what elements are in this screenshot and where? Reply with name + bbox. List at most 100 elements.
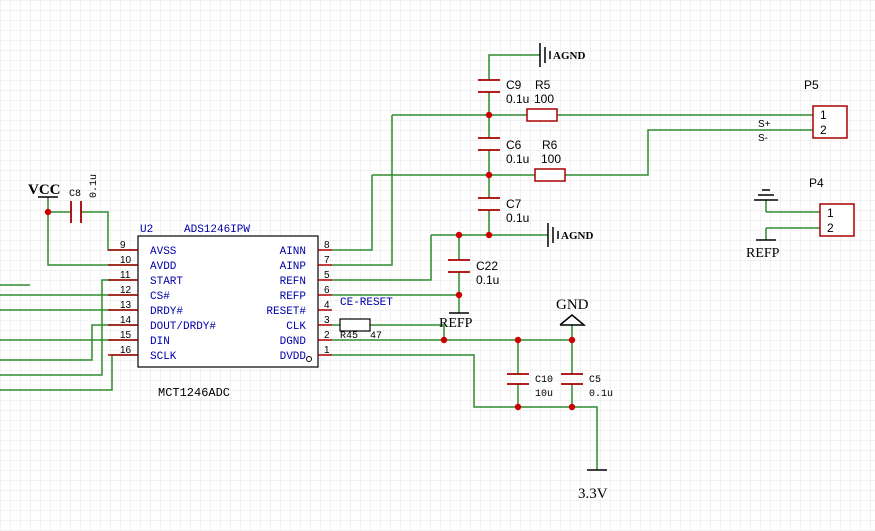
wire-dvdd: [332, 354, 598, 470]
ic-pin-1-name: DVDD: [280, 351, 307, 363]
junction-c10-bottom: [514, 403, 522, 411]
p5-ref: P5: [804, 78, 819, 92]
r5-ref: R5: [535, 78, 551, 92]
c8-value: 0.1u: [89, 174, 100, 198]
wire-ainn: [332, 175, 373, 251]
capacitor-c10[interactable]: C10 10u: [507, 373, 553, 400]
wire-refn: [332, 235, 432, 281]
ic-pin-12-name: CS#: [150, 291, 170, 303]
ic-pin-14-name: DOUT/DRDY#: [150, 321, 216, 333]
p4-top-symbol: [754, 189, 778, 201]
ic-pin-3-number: 3: [324, 315, 330, 326]
ic-u2[interactable]: U2 ADS1246IPW MCT1246ADC 9AVSS10AVDD11ST…: [108, 224, 332, 400]
capacitor-c8[interactable]: C8 0.1u: [69, 174, 100, 223]
ic-pin-1-number: 1: [324, 345, 330, 356]
gnd-label: GND: [556, 297, 589, 313]
ic-pin-12-number: 12: [120, 285, 132, 296]
p5-pin1: 1: [820, 108, 827, 122]
ic-pin-3-name: CLK: [286, 321, 306, 333]
junction-c10-top: [514, 336, 522, 344]
wires: [0, 54, 820, 470]
vcc-label: VCC: [28, 182, 61, 198]
p5-net-splus: S+: [758, 119, 771, 130]
c7-ref: C7: [506, 197, 522, 211]
junction-c5-top: [568, 336, 576, 344]
ic-label: MCT1246ADC: [158, 386, 230, 400]
ic-pin-6-name: REFP: [280, 291, 307, 303]
agnd-mid-label: AGND: [561, 230, 593, 242]
ic-pin-16-number: 16: [120, 345, 132, 356]
c9-ref: C9: [506, 78, 522, 92]
c7-value: 0.1u: [506, 211, 529, 225]
r5-value: 100: [534, 92, 554, 106]
c6-ref: C6: [506, 138, 522, 152]
agnd-top-label: AGND: [553, 50, 585, 62]
junction-clk-dgnd: [440, 336, 448, 344]
junction-c9-r5: [485, 111, 493, 119]
ic-pin-8-number: 8: [324, 240, 330, 251]
ic-pin-11-name: START: [150, 276, 183, 288]
connector-p4[interactable]: P4 1 2: [809, 176, 855, 237]
ic-pin-8-name: AINN: [280, 246, 306, 258]
ic-pin-13-number: 13: [120, 300, 132, 311]
ic-left-pins: 9AVSS10AVDD11START12CS#13DRDY#14DOUT/DRD…: [108, 240, 216, 363]
junction-c5-bottom: [568, 403, 576, 411]
refp-symbol-p4: REFP: [746, 239, 780, 261]
capacitor-c22[interactable]: C22 0.1u: [448, 259, 499, 287]
p4-pin1: 1: [827, 206, 834, 220]
ce-reset-label: CE-RESET: [340, 297, 393, 309]
p4-body: [819, 203, 855, 237]
p5-net-sminus: S-: [758, 133, 768, 144]
ic-pin-4-name: RESET#: [266, 306, 306, 318]
ic-pin-11-number: 11: [120, 270, 131, 281]
ic-pin-5-name: REFN: [280, 276, 306, 288]
capacitor-c5[interactable]: C5 0.1u: [561, 373, 613, 400]
ic-pin-10-name: AVDD: [150, 261, 177, 273]
r45-value: 47: [370, 331, 382, 342]
pin1-marker: [306, 356, 312, 362]
refp-symbol-c22: REFP: [439, 312, 473, 331]
capacitor-c9[interactable]: C9 0.1u: [478, 78, 529, 106]
c5-value: 0.1u: [589, 389, 613, 400]
junction-vcc: [44, 208, 52, 216]
capacitor-c7[interactable]: C7 0.1u: [478, 197, 529, 225]
vcc-symbol: VCC: [28, 182, 61, 198]
ic-pin-16-name: SCLK: [150, 351, 177, 363]
resistor-r6[interactable]: R6 100: [534, 138, 566, 182]
c6-value: 0.1u: [506, 152, 529, 166]
c5-ref: C5: [589, 375, 601, 386]
agnd-symbol-mid: [547, 223, 559, 247]
junction-c22-refp: [455, 291, 463, 299]
ic-pin-10-number: 10: [120, 255, 132, 266]
junction-c7-agnd: [485, 231, 493, 239]
gnd-triangle: [559, 314, 587, 326]
connector-p5[interactable]: P5 1 2 S+ S-: [758, 78, 848, 144]
ic-pin-2-name: DGND: [280, 336, 307, 348]
refp-c22-label: REFP: [439, 316, 473, 331]
ic-pin-2-number: 2: [324, 330, 330, 341]
resistor-r45[interactable]: R45 47: [339, 318, 382, 342]
p4-ref: P4: [809, 176, 824, 190]
ic-pin-15-name: DIN: [150, 336, 170, 348]
ic-pin-14-number: 14: [120, 315, 132, 326]
gnd-symbol: GND: [556, 297, 589, 326]
v33-label: 3.3V: [578, 486, 608, 502]
p5-pin2: 2: [820, 123, 827, 137]
ic-pin-6-number: 6: [324, 285, 330, 296]
c10-ref: C10: [535, 375, 553, 386]
r45-ref: R45: [340, 331, 358, 342]
ic-pin-5-number: 5: [324, 270, 330, 281]
junction-c6-r6: [485, 171, 493, 179]
r45-body: [339, 318, 371, 332]
ic-pin-9-number: 9: [120, 240, 126, 251]
capacitor-c6[interactable]: C6 0.1u: [478, 137, 529, 166]
ic-pin-7-name: AINP: [280, 261, 307, 273]
wire-agnd-top: [488, 54, 540, 80]
c10-value: 10u: [535, 389, 553, 400]
refp-p4-label: REFP: [746, 246, 780, 261]
resistor-r5[interactable]: R5 100: [526, 78, 558, 122]
r6-ref: R6: [542, 138, 558, 152]
r6-value: 100: [541, 152, 561, 166]
